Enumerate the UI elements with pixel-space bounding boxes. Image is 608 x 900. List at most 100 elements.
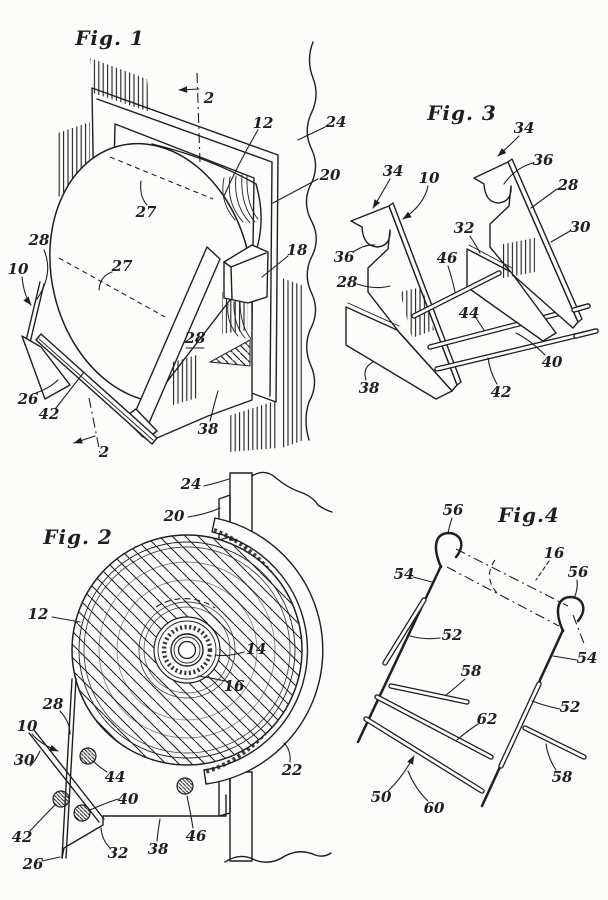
fig1-leaders (21, 126, 326, 422)
fig4-title: Fig.4 (497, 503, 560, 527)
leader-42 (55, 371, 85, 409)
leader-52L (409, 635, 441, 640)
fig1-label-26: 26 (17, 390, 39, 408)
leader-38 (156, 818, 161, 842)
fig2-label-32: 32 (108, 844, 129, 862)
plate-shading-streaks (173, 355, 197, 405)
fig3-label-32: 32 (454, 219, 475, 237)
leader-27b (98, 271, 113, 291)
fig4-label-58L: 58 (461, 662, 482, 680)
fig3-label-42: 42 (491, 383, 512, 401)
fig3-label-28R: 28 (557, 176, 579, 194)
fastener-42 (52, 790, 70, 808)
fig1-label-20: 20 (319, 166, 341, 184)
fig2-label-14: 14 (246, 640, 267, 658)
fig3-label-38: 38 (359, 379, 380, 397)
leader-54R (552, 655, 578, 661)
fold-line-27b (58, 257, 166, 318)
fig4-label-60: 60 (424, 799, 445, 817)
leader-52R (531, 700, 561, 710)
section-arrow-bottom (73, 435, 96, 444)
leader-34-left (372, 178, 391, 209)
roll-ring (138, 601, 236, 699)
fig1-label-10: 10 (8, 260, 29, 278)
spindle-beads (161, 624, 213, 676)
left-flange-lip (347, 302, 400, 327)
fig2-label-24: 24 (180, 475, 202, 493)
leader-12 (51, 616, 81, 623)
leader-26 (35, 379, 59, 394)
fig4-label-56L: 56 (443, 501, 464, 519)
leader-28 (59, 710, 71, 735)
leader-32 (469, 235, 481, 254)
roll-ring (78, 541, 296, 759)
fig2-label-22: 22 (281, 761, 303, 779)
leader-30 (550, 230, 571, 243)
leader-28 (36, 249, 49, 300)
bracket-plate-edge (61, 678, 77, 859)
fig2-artwork (28, 471, 333, 863)
fig1-label-2-top: 2 (203, 89, 214, 107)
leader-46 (186, 795, 194, 829)
core-ring (157, 620, 217, 680)
fig1-label-12: 12 (253, 114, 274, 132)
right-hook (556, 595, 585, 633)
latch-block-18 (223, 244, 269, 304)
fig2-leaders (29, 478, 291, 862)
fig1-label-27b: 27 (111, 257, 133, 275)
roll-ring (143, 606, 231, 694)
leader-56L (447, 517, 453, 535)
pivot-arm (129, 246, 221, 438)
figure-2: Fig. 2 24 20 12 14 16 28 10 30 44 40 42 … (12, 471, 333, 873)
fig2-label-26: 26 (22, 855, 44, 873)
leader-54L (412, 576, 433, 583)
leader-24 (203, 478, 230, 487)
fig3-label-36L: 36 (334, 248, 355, 266)
wall-hatch (228, 400, 278, 452)
leader-10 (31, 733, 59, 752)
fastener-46 (176, 777, 194, 795)
leader-28-right (530, 188, 558, 209)
leader-40 (515, 332, 546, 356)
bezel-ring-22 (203, 517, 324, 785)
leader-36-right (503, 162, 534, 185)
fig4-label-16: 16 (544, 544, 565, 562)
fastener-44 (79, 747, 97, 765)
wall-hatch (282, 278, 304, 448)
fig2-label-42: 42 (12, 828, 33, 846)
wall-bottom (229, 771, 253, 862)
phantom-core-16 (446, 548, 586, 647)
mount-plate-edge (24, 281, 45, 348)
fig1-label-28a: 28 (28, 231, 50, 249)
leader-56R (574, 579, 578, 597)
leader-20 (272, 178, 319, 204)
fig3-label-34R: 34 (514, 119, 535, 137)
fig3-label-36R: 36 (533, 151, 554, 169)
fig2-label-44: 44 (105, 768, 126, 786)
fig3-label-40: 40 (542, 353, 563, 371)
fig2-label-20: 20 (163, 507, 185, 525)
fig4-artwork (356, 531, 587, 808)
fig1-label-27a: 27 (135, 203, 157, 221)
fig1-labels: 2 12 24 20 27 27 28 10 18 28 26 42 38 2 (8, 89, 347, 461)
leader-44 (475, 317, 485, 331)
fig3-title: Fig. 3 (426, 101, 497, 125)
fig4-label-52R: 52 (560, 698, 581, 716)
leader-10 (402, 185, 429, 220)
spindle-bore (177, 640, 197, 660)
figure-4: Fig.4 56 16 56 54 52 54 58 52 62 58 50 6… (356, 501, 597, 817)
section-line-bottom (88, 397, 101, 454)
fig4-label-50: 50 (371, 788, 392, 806)
leader-32 (100, 827, 111, 849)
fig1-label-2-bottom: 2 (98, 443, 109, 461)
leader-22 (283, 742, 291, 763)
fig3-artwork (345, 158, 599, 400)
leader-34-right (497, 135, 520, 157)
leader-38 (364, 361, 374, 381)
fig3-labels: 34 10 34 36 28 30 32 36 28 46 44 40 42 3… (334, 119, 591, 401)
leader-16 (197, 675, 226, 682)
fig2-label-16: 16 (224, 677, 245, 695)
leader-46 (447, 265, 456, 293)
fig3-label-46: 46 (437, 249, 458, 267)
